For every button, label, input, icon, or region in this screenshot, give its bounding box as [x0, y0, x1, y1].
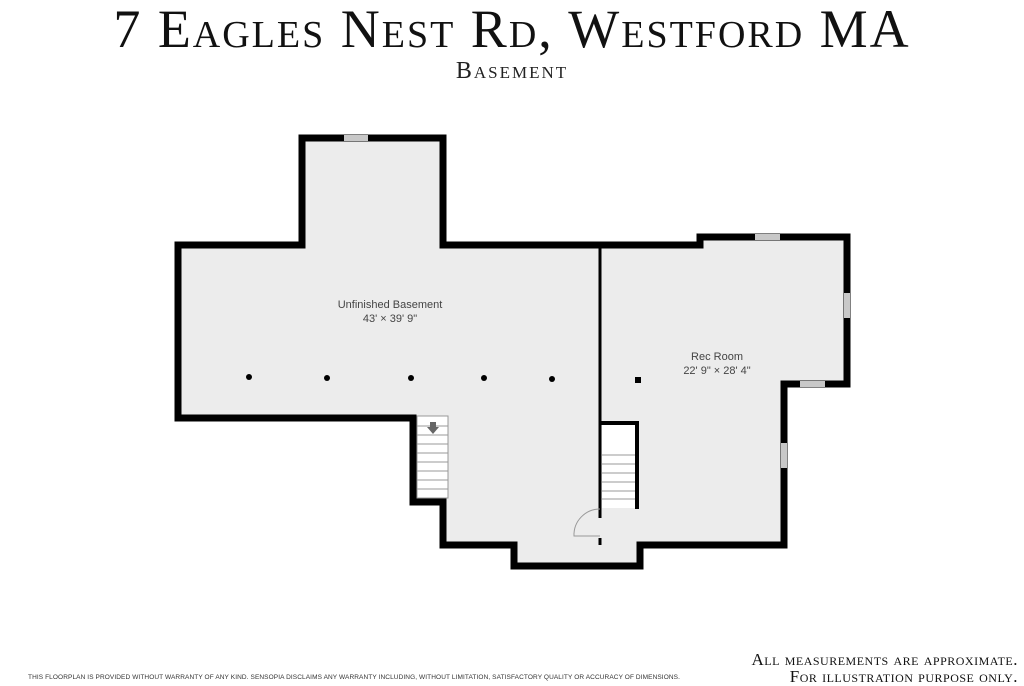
note-line-1: All measurements are approximate. [751, 650, 1018, 669]
door-swing [573, 508, 601, 537]
stairs-right [601, 421, 639, 509]
windows [344, 135, 850, 468]
room-name: Rec Room [691, 351, 743, 363]
stairs-left [416, 415, 449, 499]
page-title: 7 Eagles Nest Rd, Westford MA [113, 0, 911, 59]
floor-subtitle: Basement [455, 58, 569, 84]
measurement-note: All measurements are approximate. For il… [752, 651, 1018, 685]
room-dimensions: 43' × 39' 9" [363, 313, 417, 325]
arrow-down-icon [427, 422, 439, 434]
support-columns [246, 374, 641, 383]
note-line-2: For illustration purpose only. [789, 667, 1018, 686]
disclaimer: THIS FLOORPLAN IS PROVIDED WITHOUT WARRA… [28, 674, 680, 681]
floor-area [174, 134, 851, 570]
room-name: Unfinished Basement [338, 299, 443, 311]
room-dimensions: 22' 9" × 28' 4" [683, 365, 750, 377]
